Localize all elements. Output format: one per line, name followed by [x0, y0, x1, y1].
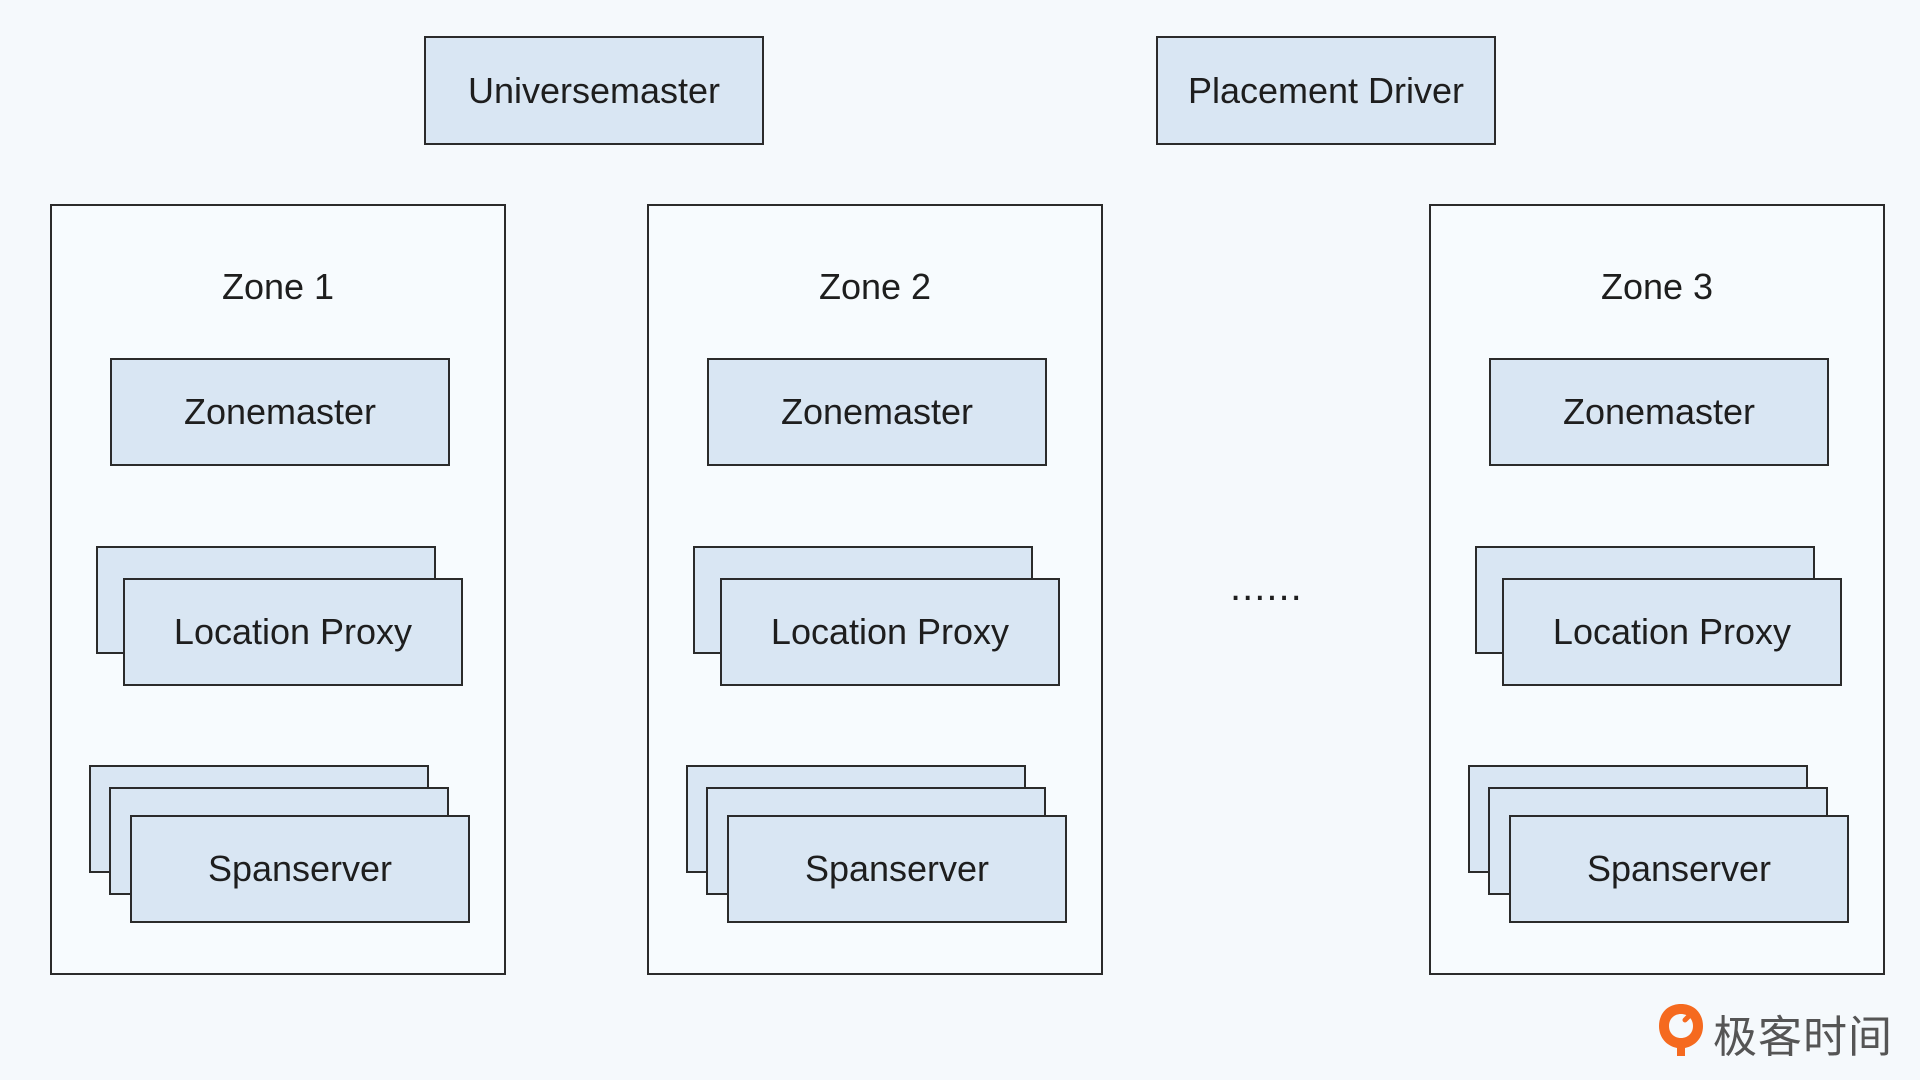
- location-proxy-box: Location Proxy: [1502, 578, 1842, 686]
- location-proxy-label: Location Proxy: [1552, 611, 1792, 652]
- zone-1-title: Zone 1: [221, 266, 335, 307]
- zone-2-container: Zone 2 Zonemaster Location Proxy Spanser…: [647, 204, 1103, 975]
- spanserver-box: Spanserver: [727, 815, 1067, 923]
- spanserver-box: Spanserver: [130, 815, 470, 923]
- zonemaster-label: Zonemaster: [183, 391, 377, 432]
- placement-driver-box: Placement Driver: [1156, 36, 1496, 145]
- placement-driver-label: Placement Driver: [1187, 69, 1465, 111]
- zonemaster-box: Zonemaster: [707, 358, 1047, 466]
- zonemaster-box: Zonemaster: [110, 358, 450, 466]
- location-proxy-label: Location Proxy: [173, 611, 413, 652]
- spanserver-label: Spanserver: [1586, 848, 1772, 889]
- spanserver-label: Spanserver: [804, 848, 990, 889]
- geektime-logo: 极客时间: [1655, 1000, 1893, 1065]
- location-proxy-box: Location Proxy: [720, 578, 1060, 686]
- universemaster-label: Universemaster: [467, 69, 721, 111]
- location-proxy-label: Location Proxy: [770, 611, 1010, 652]
- zonemaster-label: Zonemaster: [780, 391, 974, 432]
- spanserver-label: Spanserver: [207, 848, 393, 889]
- spanserver-box: Spanserver: [1509, 815, 1849, 923]
- zone-1-container: Zone 1 Zonemaster Location Proxy Spanser…: [50, 204, 506, 975]
- geektime-logo-icon: [1655, 1000, 1707, 1065]
- more-zones-ellipsis: ......: [1230, 565, 1303, 609]
- location-proxy-box: Location Proxy: [123, 578, 463, 686]
- zonemaster-box: Zonemaster: [1489, 358, 1829, 466]
- zonemaster-label: Zonemaster: [1562, 391, 1756, 432]
- universemaster-box: Universemaster: [424, 36, 764, 145]
- zone-3-container: Zone 3 Zonemaster Location Proxy Spanser…: [1429, 204, 1885, 975]
- geektime-logo-text: 极客时间: [1713, 1011, 1893, 1063]
- zone-3-title: Zone 3: [1600, 266, 1714, 307]
- zone-2-title: Zone 2: [818, 266, 932, 307]
